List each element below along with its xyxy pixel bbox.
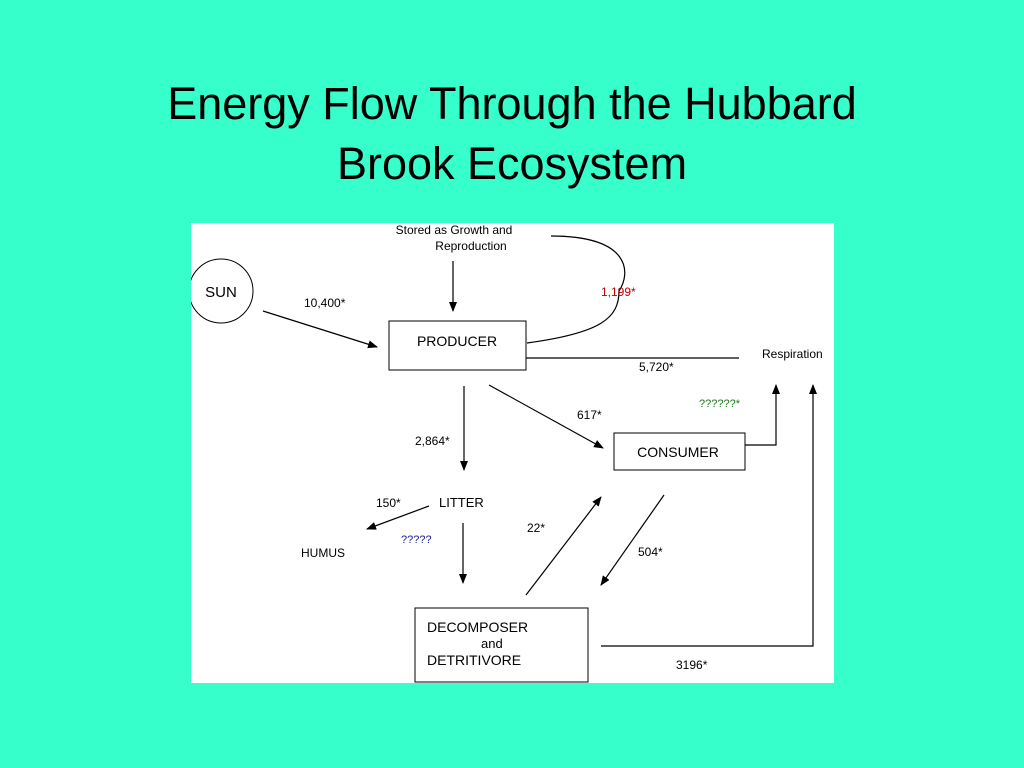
sun-to-producer-value: 10,400* — [304, 296, 346, 310]
sun-node — [191, 258, 254, 324]
producer-label: PRODUCER — [417, 333, 497, 349]
consumer-respiration-value: ??????* — [699, 398, 741, 410]
humus-unknown-value: ????? — [401, 534, 432, 546]
humus-label: HUMUS — [301, 546, 345, 560]
consumer-node — [613, 432, 746, 471]
decomposer-respiration-value: 3196* — [676, 658, 708, 672]
stored-label-line-2: Reproduction — [435, 239, 506, 253]
decomposer-node — [414, 607, 589, 683]
energy-flow-diagram: SUN Stored as Growth and Reproduction 1,… — [191, 223, 834, 683]
producer-node — [388, 320, 527, 371]
slide-title: Energy Flow Through the Hubbard Brook Ec… — [0, 74, 1024, 194]
producer-respiration-value: 5,720* — [639, 360, 674, 374]
consumer-to-decomposer-arrow — [600, 494, 665, 586]
growth-loop-curve — [526, 235, 626, 344]
litter-label: LITTER — [439, 495, 484, 510]
diagram-canvas: SUN Stored as Growth and Reproduction 1,… — [191, 223, 823, 683]
respiration-label: Respiration — [762, 347, 823, 361]
decomposer-respiration-arrow — [601, 384, 817, 647]
producer-to-consumer-value: 617* — [577, 408, 602, 422]
consumer-label: CONSUMER — [637, 444, 719, 460]
sun-to-producer-arrow — [262, 310, 378, 349]
decomposer-label-line-1: DECOMPOSER — [427, 619, 528, 635]
sun-label: SUN — [205, 284, 237, 301]
consumer-to-decomposer-value: 504* — [638, 545, 663, 559]
decomposer-label-line-3: DETRITIVORE — [427, 652, 521, 668]
stored-label-line-1: Stored as Growth and — [396, 223, 513, 237]
title-line-2: Brook Ecosystem — [336, 138, 688, 189]
stored-growth-value: 1,199* — [601, 285, 636, 299]
litter-to-humus-value: 150* — [376, 496, 401, 510]
producer-to-litter-value: 2,864* — [415, 434, 450, 448]
decomposer-to-consumer-value: 22* — [527, 521, 545, 535]
decomposer-to-consumer-arrow — [525, 496, 602, 596]
producer-to-consumer-arrow — [488, 384, 604, 449]
litter-to-humus-arrow — [366, 505, 430, 530]
decomposer-label-line-2: and — [481, 636, 503, 651]
title-line-1: Energy Flow Through the Hubbard — [167, 78, 857, 129]
consumer-respiration-arrow — [745, 384, 780, 446]
